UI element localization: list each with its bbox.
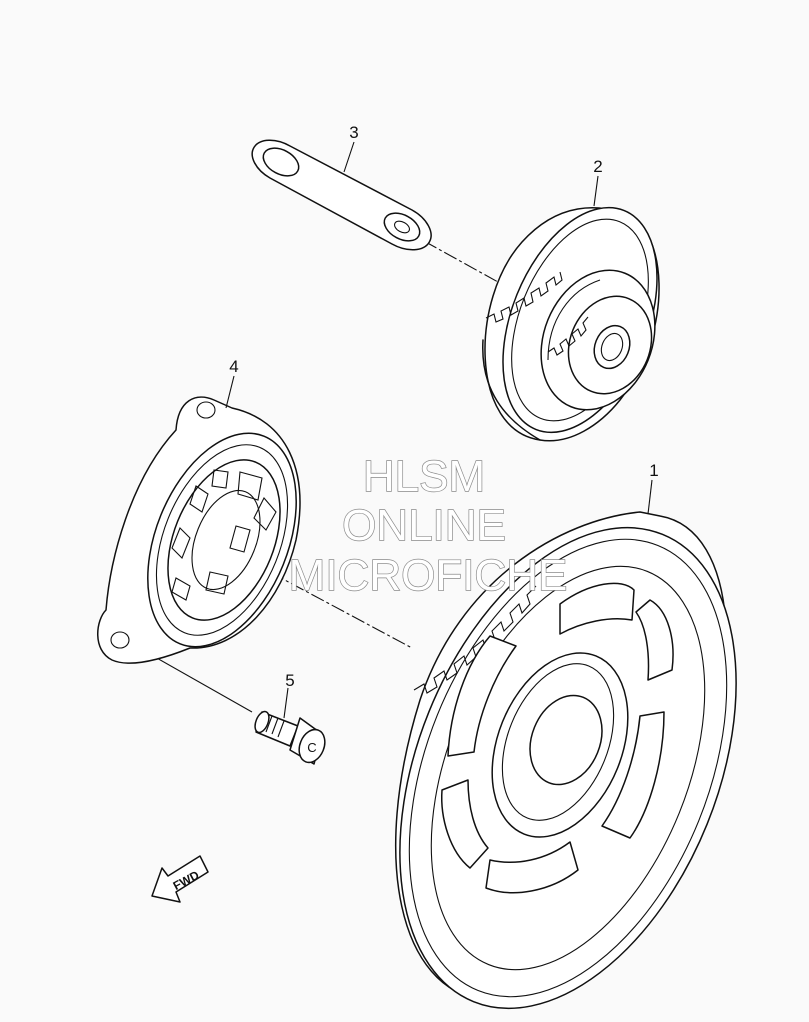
leader-3 (343, 141, 355, 173)
part-3-shaft[interactable] (251, 139, 432, 251)
watermark: HLSM ONLINE MICROFICHE (288, 451, 568, 600)
leader-1 (647, 479, 653, 515)
ref-number-2: 2 (593, 157, 602, 176)
leader-4 (225, 375, 235, 409)
ref-number-3: 3 (349, 123, 358, 142)
part-5-bolt[interactable]: C (252, 710, 329, 767)
watermark-line-1: HLSM (363, 452, 485, 501)
watermark-line-3: MICROFICHE (289, 551, 568, 600)
part-2-idle-gear[interactable] (473, 185, 688, 455)
bolt-mark: C (307, 740, 316, 755)
ref-number-4: 4 (229, 357, 238, 376)
clutch-center-line (209, 539, 413, 649)
leader-5 (283, 687, 289, 719)
fwd-arrow-icon: FWD (151, 855, 209, 903)
ref-number-1: 1 (649, 461, 658, 480)
watermark-line-2: ONLINE (342, 501, 506, 550)
ref-number-5: 5 (285, 671, 294, 690)
part-1-starter-wheel-gear[interactable] (335, 478, 802, 1017)
part-4-starter-clutch[interactable] (97, 396, 325, 668)
leader-2 (593, 175, 599, 207)
